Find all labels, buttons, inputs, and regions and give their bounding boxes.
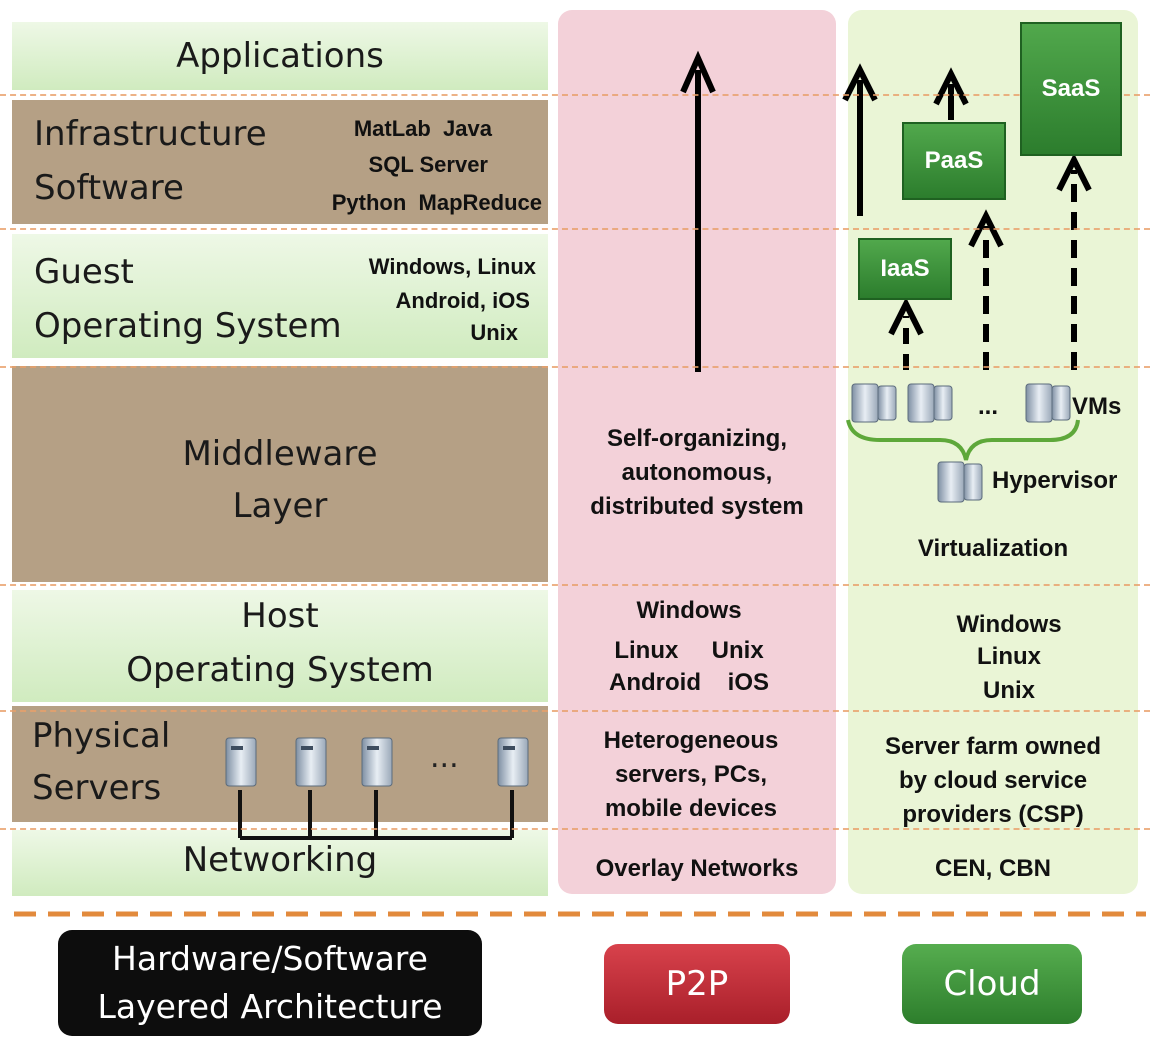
guide-line [0, 584, 1150, 586]
vm-brace [846, 419, 1080, 461]
p2p-middleware-line3: distributed system [590, 493, 804, 520]
cloud-servers-line3: providers (CSP) [902, 801, 1084, 828]
applications-layer: Applications [12, 22, 548, 90]
guide-line [0, 366, 1150, 368]
p2p-servers-line3: mobile devices [604, 795, 778, 822]
p2p-servers-line1: Heterogeneous [603, 727, 779, 754]
infra-tag-python-mapreduce: Python MapReduce [331, 190, 542, 215]
infra-label-line1: Infrastructure [34, 114, 267, 154]
networking-label: Networking [182, 840, 378, 880]
host-os-layer: Host Operating System [12, 590, 548, 702]
server-icon [497, 737, 529, 787]
virtualization-label: Virtualization [917, 535, 1069, 562]
server-icon [225, 737, 257, 787]
cloud-os-line2: Linux [977, 643, 1041, 670]
guest-tag-unix: Unix [470, 320, 518, 345]
hypervisor-icon [937, 461, 983, 503]
guest-os-layer: Guest Operating System Windows, Linux An… [12, 234, 548, 358]
architecture-label-line1: Hardware/Software [112, 939, 428, 978]
host-label-line2: Operating System [126, 650, 434, 690]
infrastructure-software-layer: Infrastructure Software MatLab Java SQL … [12, 100, 548, 224]
infra-tag-matlab-java: MatLab Java [353, 116, 492, 141]
guide-line [0, 228, 1150, 230]
cloud-os-line3: Unix [982, 677, 1035, 704]
saas-box: SaaS [1020, 22, 1122, 156]
cloud-button[interactable]: Cloud [902, 944, 1082, 1024]
guide-line [0, 710, 1150, 712]
physical-servers-layer: Physical Servers [12, 706, 548, 822]
middleware-layer: Middleware Layer [12, 366, 548, 582]
architecture-label-line2: Layered Architecture [97, 987, 443, 1026]
p2p-os-line1: Windows [636, 597, 742, 624]
infra-label-line2: Software [34, 168, 184, 208]
vms-label: VMs [1072, 393, 1122, 420]
host-label-line1: Host [241, 596, 319, 636]
architecture-label-box: Hardware/Software Layered Architecture [58, 930, 482, 1036]
vm-icon [907, 383, 953, 423]
server-icon [361, 737, 393, 787]
p2p-middleware-line1: Self-organizing, [607, 425, 787, 452]
server-icon [295, 737, 327, 787]
cloud-network-label: CEN, CBN [934, 855, 1051, 882]
p2p-os-line2: Linux Unix [614, 637, 764, 664]
p2p-network-label: Overlay Networks [595, 855, 799, 882]
p2p-middleware-line2: autonomous, [621, 459, 773, 486]
p2p-arrowhead [680, 50, 716, 94]
iaas-box: IaaS [858, 238, 952, 300]
guest-label-line1: Guest [34, 252, 134, 292]
cloud-os-line1: Windows [956, 611, 1062, 638]
physical-label-line2: Servers [32, 768, 162, 808]
guest-label-line2: Operating System [34, 306, 342, 346]
guest-tag-android-ios: Android, iOS [395, 288, 530, 313]
guest-tag-windows-linux: Windows, Linux [368, 254, 536, 279]
middleware-label-line1: Middleware [182, 434, 378, 474]
infra-tag-sql-server: SQL Server [368, 152, 488, 177]
vm-icon [1025, 383, 1071, 423]
cloud-servers-line2: by cloud service [898, 767, 1088, 794]
physical-ellipsis: ... [430, 740, 459, 775]
p2p-os-line3: Android iOS [609, 669, 769, 696]
applications-label: Applications [176, 36, 384, 76]
guide-line [0, 828, 1150, 830]
guide-line [0, 94, 1150, 96]
physical-label-line1: Physical [32, 716, 171, 756]
hypervisor-label: Hypervisor [992, 467, 1118, 494]
paas-box: PaaS [902, 122, 1006, 200]
p2p-button[interactable]: P2P [604, 944, 790, 1024]
p2p-servers-line2: servers, PCs, [614, 761, 768, 788]
vm-icon [851, 383, 897, 423]
cloud-servers-line1: Server farm owned [884, 733, 1102, 760]
networking-layer: Networking [12, 830, 548, 896]
middleware-label-line2: Layer [232, 486, 328, 526]
vm-ellipsis: ... [977, 393, 998, 420]
